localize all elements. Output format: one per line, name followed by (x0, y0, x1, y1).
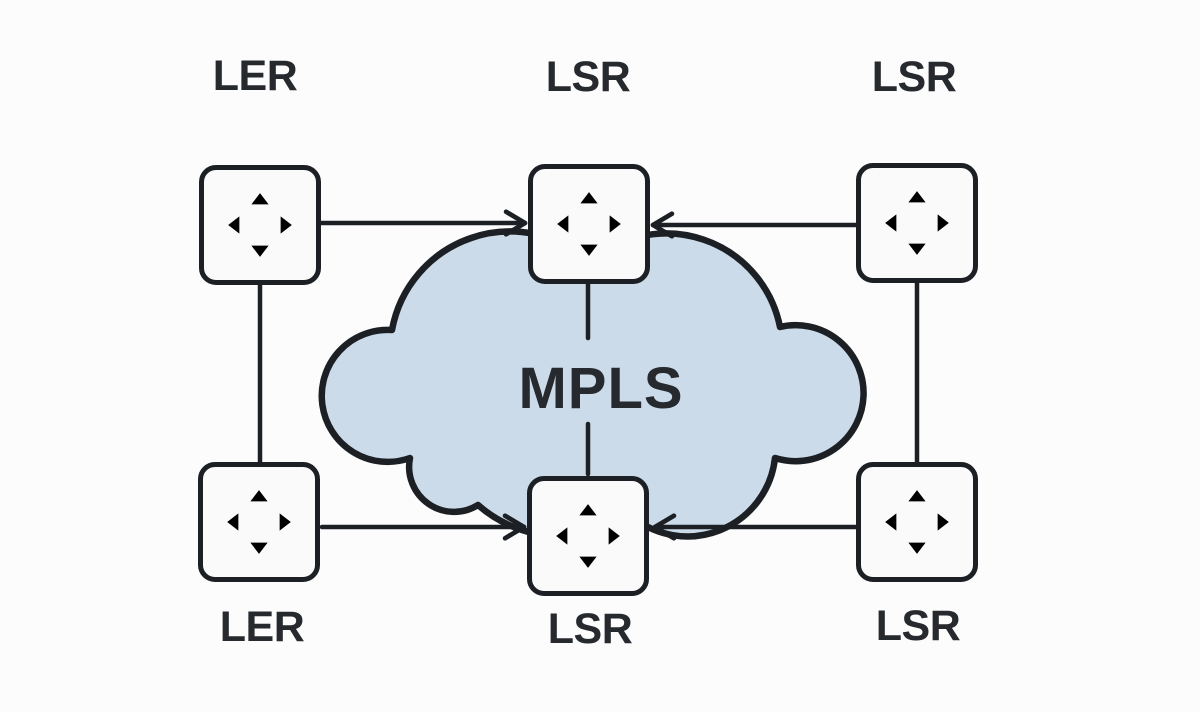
cloud-label-mpls: MPLS (518, 356, 684, 421)
router-4way-arrows-icon (546, 181, 632, 267)
router-4way-arrows-icon (874, 180, 960, 266)
node-label-lsr-top-center: LSR (545, 53, 631, 101)
node-label-lsr-bottom-center: LSR (547, 605, 633, 653)
router-4way-arrows-icon (874, 479, 960, 565)
router-4way-arrows-icon (545, 493, 631, 579)
router-4way-arrows-icon (217, 182, 303, 268)
router-node-lsr-bottom-center (527, 476, 649, 596)
node-label-lsr-bottom-right: LSR (875, 602, 961, 650)
router-node-ler-top-left (199, 165, 321, 285)
router-node-lsr-top-center (528, 164, 650, 284)
router-4way-arrows-icon (216, 479, 302, 565)
router-node-lsr-bottom-right (856, 462, 978, 582)
node-label-ler-top-left: LER (212, 52, 298, 100)
node-label-lsr-top-right: LSR (871, 53, 957, 101)
router-node-lsr-top-right (856, 163, 978, 283)
router-node-ler-bottom-left (198, 462, 320, 582)
node-label-ler-bottom-left: LER (219, 603, 305, 651)
